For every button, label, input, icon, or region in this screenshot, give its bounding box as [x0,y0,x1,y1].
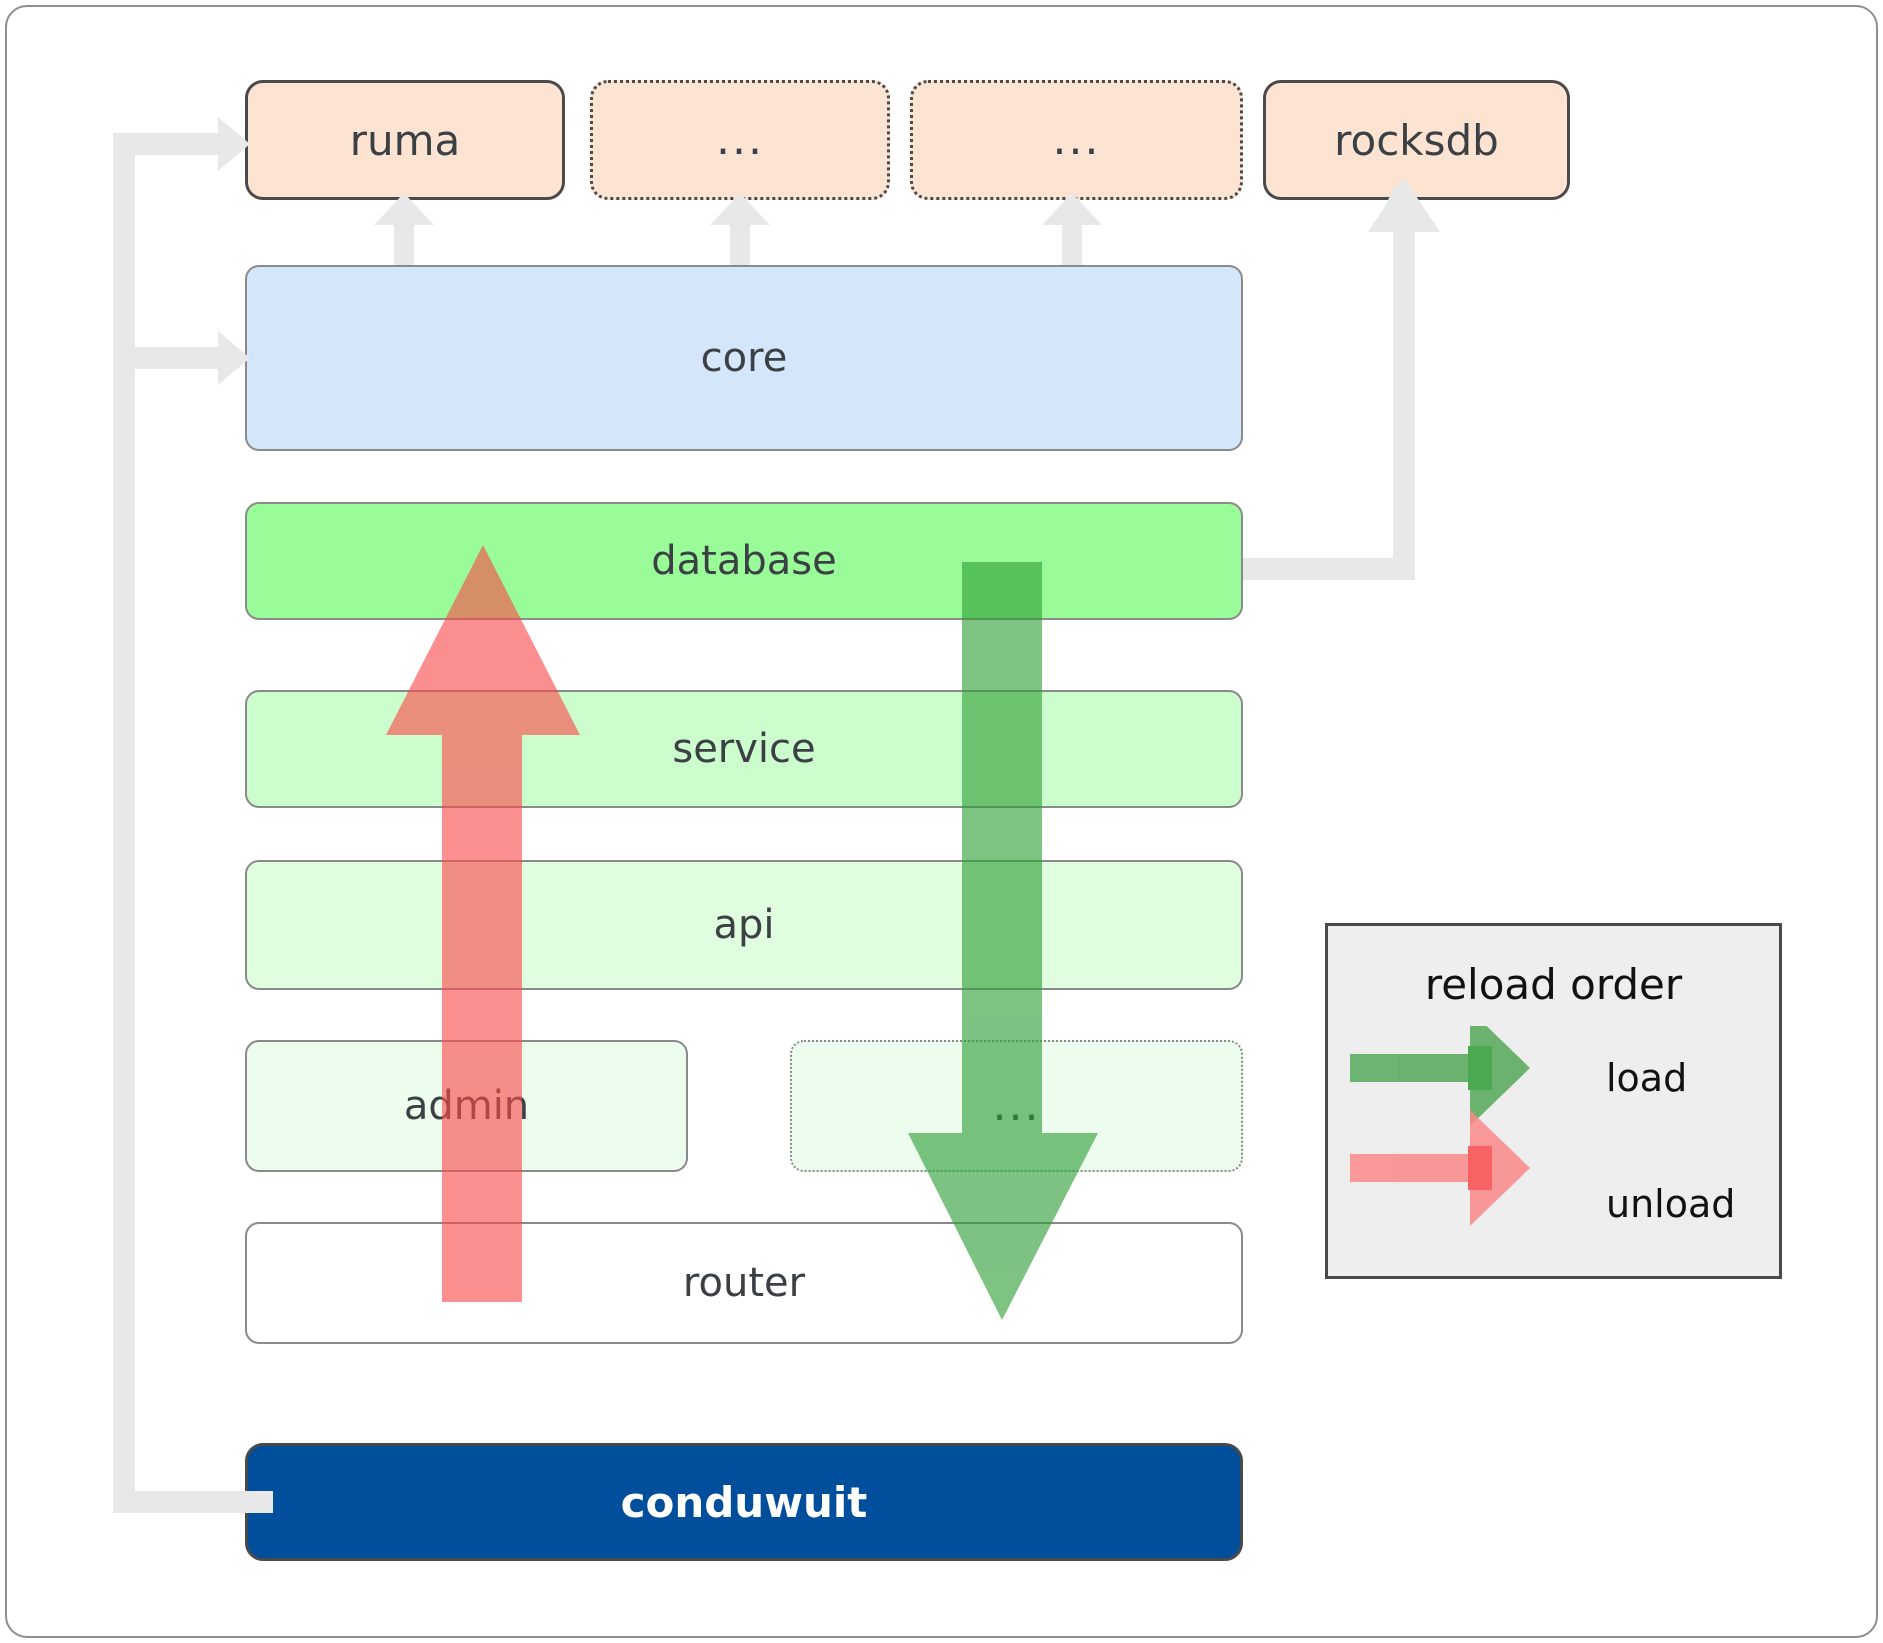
layer-box-database[interactable]: database [245,502,1243,620]
dependency-box-rocksdb[interactable]: rocksdb [1263,80,1570,200]
layer-label-core: core [700,335,788,381]
layer-label-admin: admin [403,1083,530,1129]
layer-box-router[interactable]: router [245,1222,1243,1344]
dependency-label-ellipsis-2: ... [1052,113,1101,165]
layer-label-api: api [713,902,775,948]
layer-box-service[interactable]: service [245,690,1243,808]
legend-arrow-icons [1350,1026,1530,1226]
legend-label-load: load [1606,1056,1688,1100]
layer-label-ellipsis: ... [992,1079,1041,1131]
layer-label-database: database [651,538,837,584]
dependency-box-ellipsis-2[interactable]: ... [910,80,1243,200]
layer-box-ellipsis[interactable]: ... [790,1040,1243,1172]
dependency-label-ruma: ruma [349,115,461,165]
dependency-label-rocksdb: rocksdb [1334,115,1499,165]
dependency-box-ruma[interactable]: ruma [245,80,565,200]
layer-label-service: service [672,726,816,772]
dependency-label-ellipsis-1: ... [716,113,764,165]
legend-unload-arrow-icon [1350,1110,1530,1226]
legend-panel: reload order load unload [1325,923,1782,1279]
layer-box-core[interactable]: core [245,265,1243,451]
layer-box-admin[interactable]: admin [245,1040,688,1172]
diagram-frame [5,5,1878,1638]
layer-label-router: router [682,1260,806,1306]
legend-load-arrow-icon [1350,1026,1530,1126]
dependency-box-ellipsis-1[interactable]: ... [590,80,890,200]
layer-box-api[interactable]: api [245,860,1243,990]
binary-box-conduwuit[interactable]: conduwuit [245,1443,1243,1561]
binary-label-conduwuit: conduwuit [620,1477,868,1527]
legend-title: reload order [1424,960,1683,1009]
legend-label-unload: unload [1606,1182,1736,1226]
